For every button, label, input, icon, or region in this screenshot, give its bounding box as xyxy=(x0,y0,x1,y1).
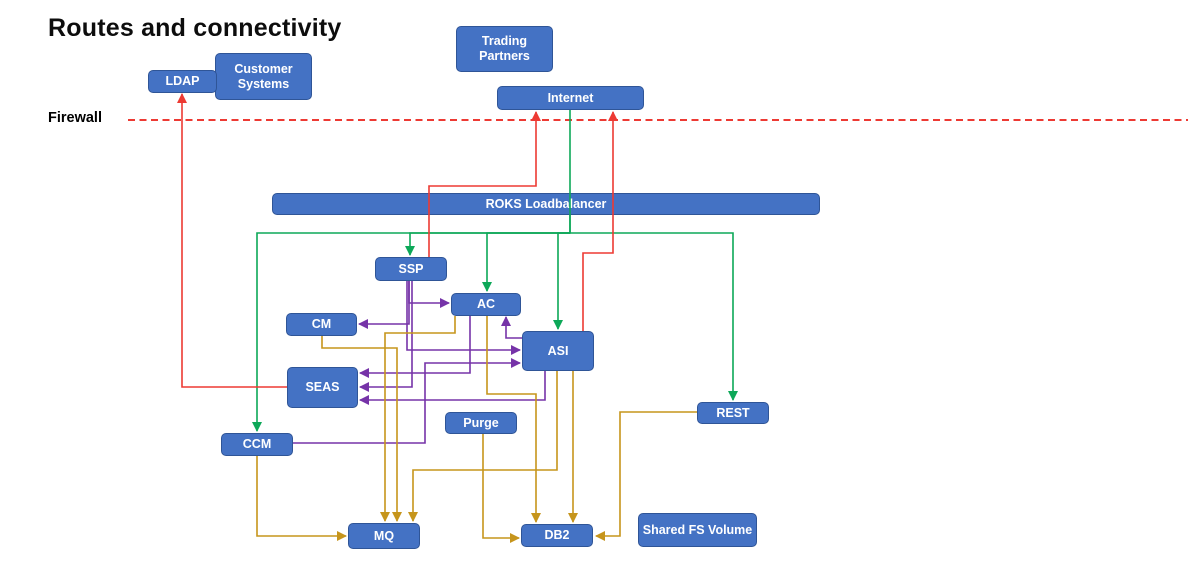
node-ccm: CCM xyxy=(221,433,293,456)
node-ac: AC xyxy=(451,293,521,316)
connector-cm-mq xyxy=(321,336,402,522)
node-trading-partners: Trading Partners xyxy=(456,26,553,72)
connector-ssp-cm xyxy=(358,281,410,329)
node-internet: Internet xyxy=(497,86,644,110)
node-label: MQ xyxy=(373,528,395,543)
node-label: Shared FS Volume xyxy=(642,522,753,537)
node-label: REST xyxy=(716,405,750,420)
node-label: CM xyxy=(311,317,332,331)
node-label: AC xyxy=(476,297,496,311)
connector-ssp-seas xyxy=(359,281,413,392)
node-label: DB2 xyxy=(544,528,570,542)
node-asi: ASI xyxy=(522,331,594,371)
connector-roks_lb-asi xyxy=(553,232,570,330)
node-mq: MQ xyxy=(348,523,420,549)
connector-asi-internet xyxy=(582,111,618,331)
node-label: SEAS xyxy=(305,380,340,394)
node-ssp: SSP xyxy=(375,257,447,281)
node-label: Customer Systems xyxy=(234,61,293,91)
node-ldap: LDAP xyxy=(148,70,217,93)
firewall-label: Firewall xyxy=(48,110,102,126)
connector-asi-seas xyxy=(359,371,546,405)
node-label: Internet xyxy=(547,90,594,105)
connector-asi-ac xyxy=(501,316,522,339)
connector-ccm-mq xyxy=(256,456,347,541)
connector-ssp-ac xyxy=(408,281,450,308)
node-db2: DB2 xyxy=(521,524,593,547)
node-roks-loadbalancer: ROKS Loadbalancer xyxy=(272,193,820,215)
node-shared-fs-volume: Shared FS Volume xyxy=(638,513,757,547)
node-rest: REST xyxy=(697,402,769,424)
connector-roks_lb-rest xyxy=(570,232,738,401)
connector-seas-ldap xyxy=(177,93,287,388)
node-label: Purge xyxy=(463,415,499,430)
connector-purge-db2 xyxy=(482,434,520,543)
connector-asi-mq xyxy=(408,371,558,522)
connector-ssp-internet xyxy=(428,111,541,257)
node-label: SSP xyxy=(398,261,424,276)
node-seas: SEAS xyxy=(287,367,358,408)
node-label: ROKS Loadbalancer xyxy=(485,196,607,211)
node-label: CCM xyxy=(242,437,272,451)
node-label: ASI xyxy=(547,343,569,358)
node-customer-systems: Customer Systems xyxy=(215,53,312,100)
node-purge: Purge xyxy=(445,412,517,434)
page-title: Routes and connectivity xyxy=(48,14,342,42)
node-label: LDAP xyxy=(165,74,200,88)
node-label: Trading Partners xyxy=(479,34,530,63)
connector-ac-seas xyxy=(359,316,471,378)
connector-roks_lb-ssp xyxy=(405,232,570,256)
connector-roks_lb-ac xyxy=(482,232,570,292)
node-cm: CM xyxy=(286,313,357,336)
